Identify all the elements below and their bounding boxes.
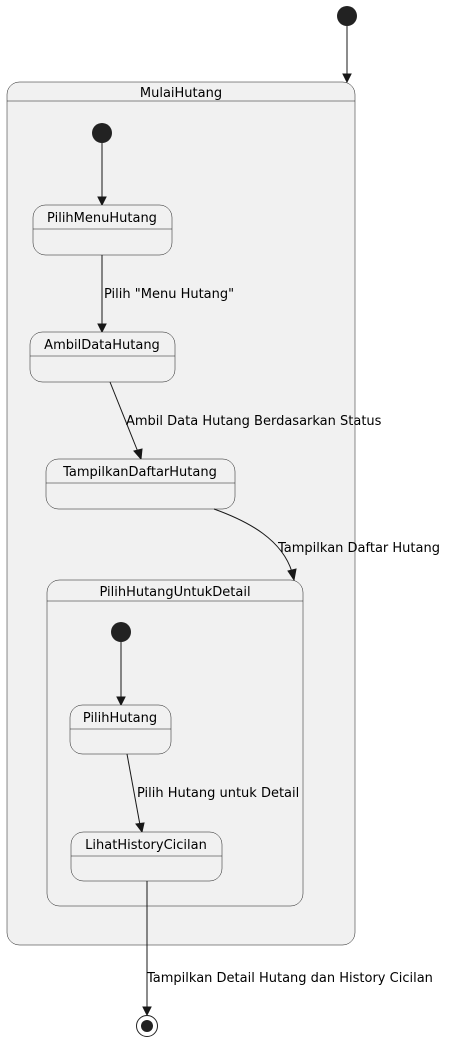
arrowhead-to-final [142,1006,152,1017]
composite-title-pilihhutanguntukdetail: PilihHutangUntukDetail [99,585,250,600]
state-pilihmenuhutang[interactable]: PilihMenuHutang [32,204,173,256]
final-state [136,1015,158,1037]
edge-pilihhutang-to-lihathistorycicilan [126,753,141,826]
state-tampilkandaftarhutang[interactable]: TampilkanDaftarHutang [45,458,236,510]
state-label-lihathistorycicilan: LihatHistoryCicilan [85,838,207,853]
transition-label-tampilkan-daftar: Tampilkan Daftar Hutang [277,541,440,556]
arrowhead-to-lihathistorycicilan [135,822,145,834]
transition-label-ambil-data: Ambil Data Hutang Berdasarkan Status [126,414,382,429]
arrowhead-initial-to-mulaihutang [342,73,352,84]
state-ambildatahutang[interactable]: AmbilDataHutang [29,331,176,383]
state-pilihhutang[interactable]: PilihHutang [69,704,172,755]
initial-state-outer [337,6,357,26]
arrowhead-initial-to-pilihmenuhutang [97,196,107,207]
composite-state-pilihhutanguntukdetail[interactable]: PilihHutangUntukDetail [46,579,304,907]
initial-state-inner [92,123,112,143]
arrowhead-to-tampilkandaftarhutang [133,448,143,461]
transition-label-pilih-hutang: Pilih Hutang untuk Detail [137,786,299,801]
composite-title-mulaihutang: MulaiHutang [140,86,222,101]
transition-label-pilih-menu-hutang: Pilih "Menu Hutang" [104,287,234,302]
state-label-ambildatahutang: AmbilDataHutang [44,338,160,353]
state-label-tampilkandaftarhutang: TampilkanDaftarHutang [62,465,217,480]
arrowhead-to-ambildatahutang [97,323,107,334]
edge-tampilkandaftarhutang-to-pilihhutanguntukdetail [213,508,293,573]
state-lihathistorycicilan[interactable]: LihatHistoryCicilan [70,831,223,882]
arrowhead-to-pilihhutang [116,696,126,707]
initial-state-detail [111,622,131,642]
edge-ambildatahutang-to-tampilkandaftarhutang [109,381,139,453]
arrowhead-to-pilihhutanguntukdetail [287,568,297,582]
state-label-pilihhutang: PilihHutang [83,711,157,726]
state-label-pilihmenuhutang: PilihMenuHutang [47,211,157,226]
transition-label-tampilkan-detail: Tampilkan Detail Hutang dan History Cici… [146,971,433,986]
